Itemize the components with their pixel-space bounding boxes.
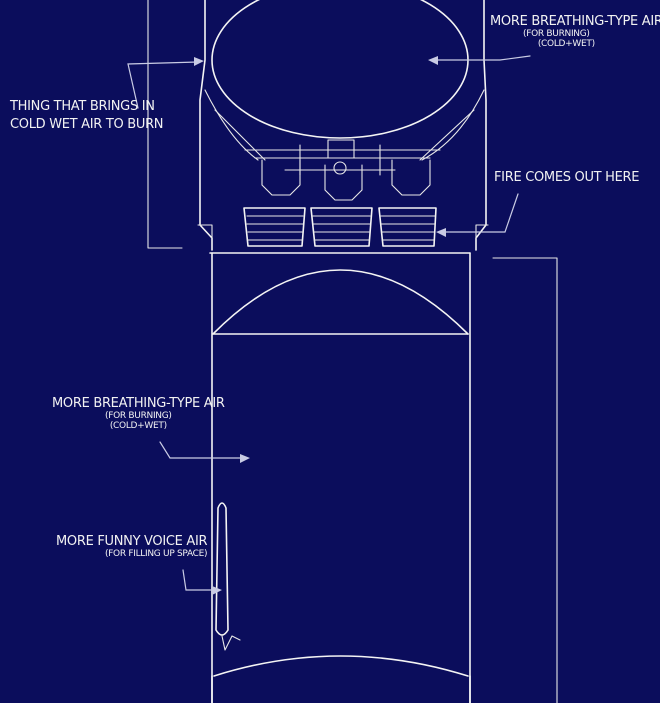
- engines-arrow: [436, 193, 519, 237]
- upper-tank-label: More breathing-type air (for burning) (c…: [490, 14, 660, 49]
- pipe-label: More funny voice air (for filling up spa…: [56, 534, 208, 559]
- upper-tank-sub2: (cold+wet): [537, 39, 595, 49]
- lower-tank-title: More breathing-type air: [52, 396, 225, 411]
- engines-label: Fire comes out here: [494, 170, 640, 185]
- intake-label-line2: cold wet air to burn: [10, 117, 164, 132]
- pipe-arrow: [182, 569, 222, 595]
- lower-tank-label: More breathing-type air (for burning) (c…: [52, 396, 225, 431]
- upper-tank-title: More breathing-type air: [490, 14, 660, 29]
- pipe-sub1: (for filling up space): [104, 549, 208, 559]
- lower-stage-bracket: [492, 257, 558, 703]
- intake-label-line1: Thing that brings in: [10, 99, 155, 114]
- upper-stage-bracket: [147, 0, 183, 249]
- lower-tank-sub1: (for burning): [105, 411, 172, 421]
- upper-stage-body: [197, 0, 489, 251]
- intake-label: Thing that brings in cold wet air to bur…: [10, 98, 164, 134]
- thrust-structure: [204, 89, 485, 176]
- upper-tank-sub1: (for burning): [523, 29, 590, 39]
- engine-center: [310, 164, 373, 247]
- pipe-title: More funny voice air: [56, 534, 208, 549]
- upper-tank-arrow: [428, 55, 531, 65]
- lower-stage-body: [211, 252, 471, 703]
- intake-arrow: [127, 57, 204, 109]
- upper-oxygen-tank: [211, 0, 469, 139]
- lower-tank-sub2: (cold+wet): [109, 421, 167, 431]
- helium-pipe: [215, 502, 241, 651]
- engine-left: [243, 159, 306, 247]
- engine-right: [378, 159, 437, 247]
- lower-tank-arrow: [159, 441, 250, 463]
